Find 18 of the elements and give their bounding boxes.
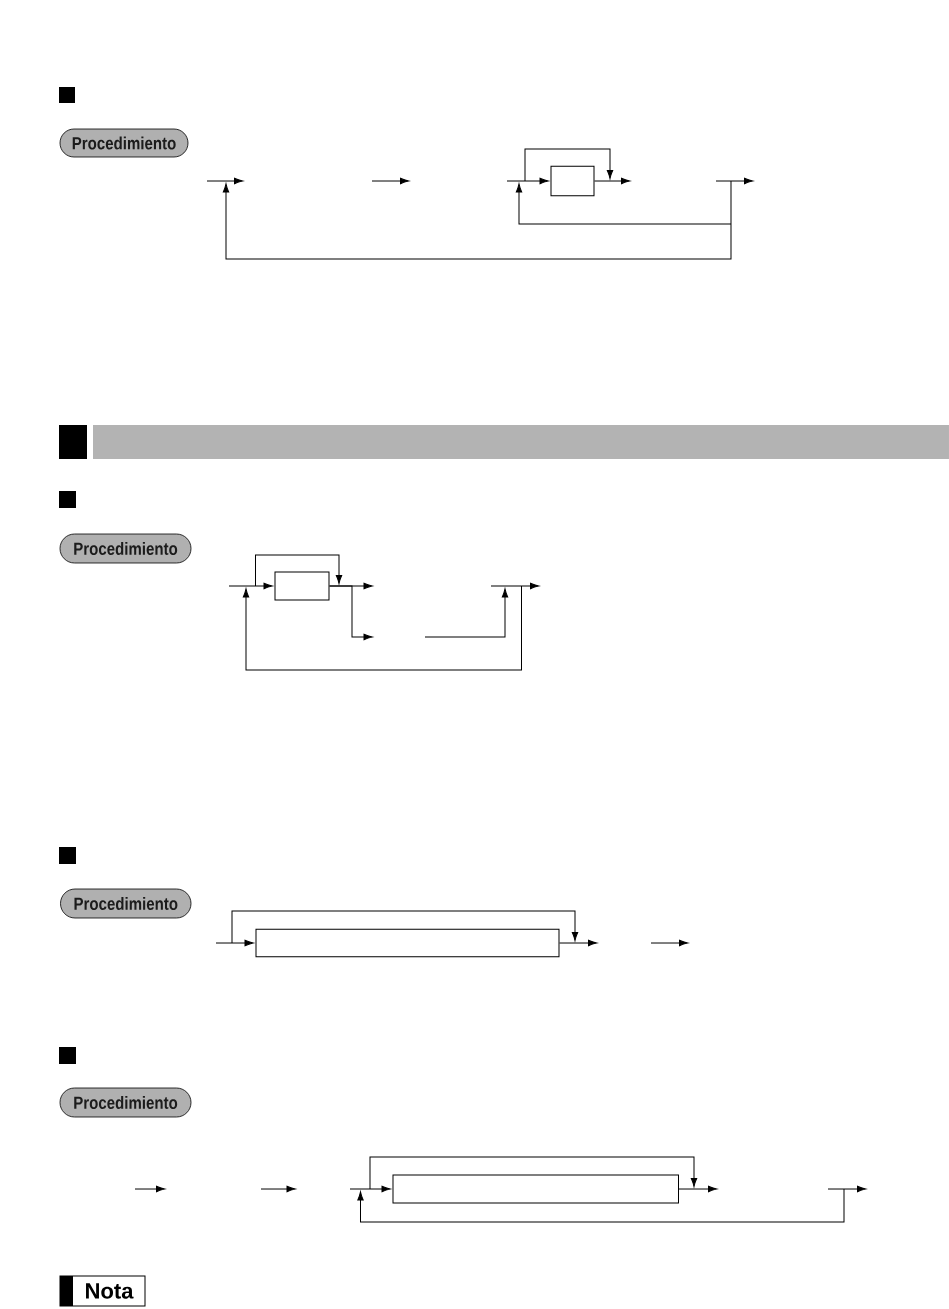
procedure-badge: Procedimiento <box>59 128 189 158</box>
procedure-badge: Procedimiento <box>59 533 192 564</box>
section-band <box>93 425 949 459</box>
note-heading: Nota <box>59 1275 146 1307</box>
key-box <box>392 1174 679 1204</box>
arrow <box>678 1185 718 1193</box>
procedure-badge: Procedimiento <box>60 888 192 919</box>
procedure-badge: Procedimiento <box>59 1087 192 1118</box>
arrow <box>506 177 549 185</box>
key-box <box>255 928 560 958</box>
arrow <box>559 939 598 947</box>
key-box <box>550 165 595 197</box>
key-box <box>274 571 330 601</box>
arrow <box>594 177 631 185</box>
arrow <box>349 1185 391 1193</box>
arrow <box>215 939 254 947</box>
arrow <box>228 582 273 590</box>
arrow <box>329 585 373 641</box>
